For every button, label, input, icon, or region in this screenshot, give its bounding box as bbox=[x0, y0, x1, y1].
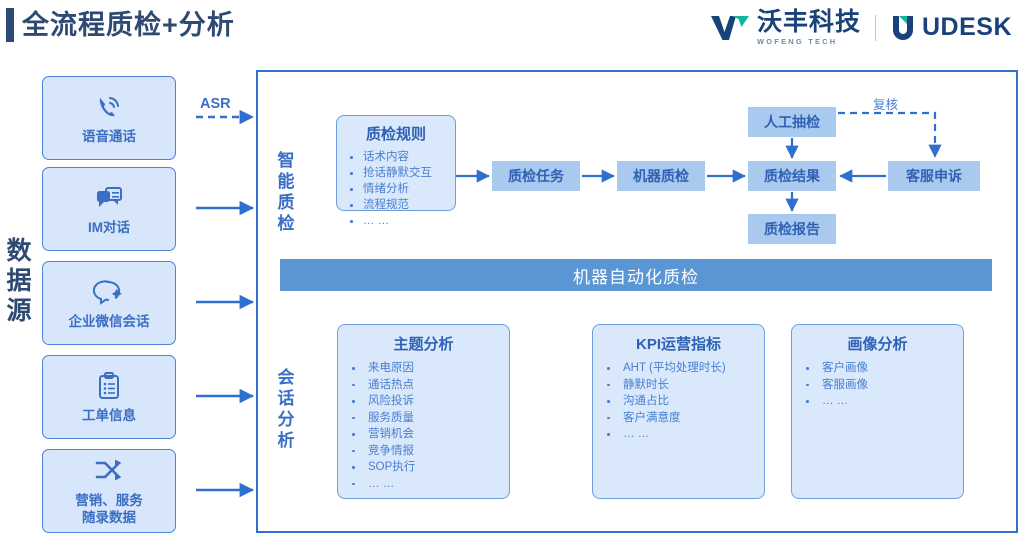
analysis-card-title: 主题分析 bbox=[393, 336, 454, 353]
list-item: … … bbox=[338, 476, 509, 493]
flow-box-label: 客服申诉 bbox=[906, 168, 962, 184]
section-label-conversation-analysis: 会 话 分 析 bbox=[277, 368, 295, 450]
analysis-card-list: AHT (平均处理时长) 静默时长 沟通占比 客户满意度 … … bbox=[593, 360, 764, 443]
source-card-im[interactable]: IM对话 bbox=[42, 167, 176, 251]
list-item: 沟通占比 bbox=[593, 393, 764, 410]
source-card-label: 语音通话 bbox=[82, 128, 136, 144]
source-card-label: IM对话 bbox=[88, 219, 130, 235]
list-item: … … bbox=[337, 213, 455, 229]
flow-box-label: 人工抽检 bbox=[764, 114, 820, 130]
list-item: 风险投诉 bbox=[338, 393, 509, 410]
analysis-card-kpi: KPI运营指标 AHT (平均处理时长) 静默时长 沟通占比 客户满意度 … … bbox=[592, 324, 765, 499]
flow-box-qc-result[interactable]: 质检结果 bbox=[748, 161, 836, 191]
list-item: 抢话静默交互 bbox=[337, 165, 455, 181]
title-accent-bar bbox=[6, 8, 14, 42]
source-card-wechat-work[interactable]: 企业微信会话 bbox=[42, 261, 176, 345]
automation-banner-label: 机器自动化质检 bbox=[573, 267, 699, 287]
source-card-ticket[interactable]: 工单信息 bbox=[42, 355, 176, 439]
analysis-card-list: 客户画像 客服画像 … … bbox=[792, 360, 963, 410]
flow-box-label: 质检任务 bbox=[508, 168, 564, 184]
analysis-card-title: KPI运营指标 bbox=[635, 336, 721, 353]
flow-box-machine-qc[interactable]: 机器质检 bbox=[617, 161, 705, 191]
shuffle-arrows-icon bbox=[93, 456, 125, 486]
flow-box-label: 机器质检 bbox=[633, 168, 689, 184]
list-item: 客户画像 bbox=[792, 360, 963, 377]
analysis-card-topic: 主题分析 来电原因 通话热点 风险投诉 服务质量 营销机会 竞争情报 SOP执行… bbox=[337, 324, 510, 499]
list-item: 话术内容 bbox=[337, 149, 455, 165]
source-card-voice[interactable]: 语音通话 bbox=[42, 76, 176, 160]
flow-box-qc-task[interactable]: 质检任务 bbox=[492, 161, 580, 191]
list-item: SOP执行 bbox=[338, 459, 509, 476]
chat-bubble-icon bbox=[94, 183, 124, 213]
list-item: 来电原因 bbox=[338, 360, 509, 377]
wofeng-logo: 沃丰科技 WOFENG TECH bbox=[710, 10, 861, 46]
review-label: 复核 bbox=[873, 98, 899, 112]
wofeng-cn-text: 沃丰科技 bbox=[756, 8, 861, 36]
phone-call-icon bbox=[94, 92, 124, 122]
udesk-logo: UDESK bbox=[890, 13, 1012, 43]
clipboard-list-icon bbox=[96, 371, 122, 401]
source-card-marketing[interactable]: 营销、服务 随录数据 bbox=[42, 449, 176, 533]
list-item: … … bbox=[792, 393, 963, 410]
qc-rule-title: 质检规则 bbox=[365, 126, 426, 143]
list-item: 营销机会 bbox=[338, 426, 509, 443]
flow-box-service-appeal[interactable]: 客服申诉 bbox=[888, 161, 980, 191]
flow-box-manual-sampling[interactable]: 人工抽检 bbox=[748, 107, 836, 137]
source-card-label: 营销、服务 随录数据 bbox=[75, 493, 143, 525]
flow-box-label: 质检结果 bbox=[764, 168, 820, 184]
flow-box-qc-report[interactable]: 质检报告 bbox=[748, 214, 836, 244]
list-item: 客户满意度 bbox=[593, 410, 764, 427]
logo-group: 沃丰科技 WOFENG TECH UDESK bbox=[710, 10, 1012, 46]
wechat-work-bubble-icon bbox=[93, 277, 125, 307]
list-item: AHT (平均处理时长) bbox=[593, 360, 764, 377]
list-item: 服务质量 bbox=[338, 410, 509, 427]
flow-box-label: 质检报告 bbox=[764, 221, 820, 237]
analysis-card-profile: 画像分析 客户画像 客服画像 … … bbox=[791, 324, 964, 499]
list-item: 竞争情报 bbox=[338, 443, 509, 460]
list-item: 通话热点 bbox=[338, 377, 509, 394]
automation-banner: 机器自动化质检 bbox=[280, 259, 992, 291]
list-item: … … bbox=[593, 426, 764, 443]
section-label-intelligent-qc: 智 能 质 检 bbox=[277, 151, 295, 233]
asr-label: ASR bbox=[200, 96, 231, 112]
datasource-label: 数 据 源 bbox=[6, 237, 32, 325]
udesk-text: UDESK bbox=[921, 13, 1012, 42]
analysis-card-title: 画像分析 bbox=[847, 336, 908, 353]
page-title: 全流程质检+分析 bbox=[22, 10, 235, 40]
list-item: 客服画像 bbox=[792, 377, 963, 394]
qc-rule-card: 质检规则 话术内容 抢话静默交互 情绪分析 流程规范 … … bbox=[336, 115, 456, 227]
list-item: 静默时长 bbox=[593, 377, 764, 394]
logo-divider bbox=[874, 14, 876, 41]
list-item: 流程规范 bbox=[337, 197, 455, 213]
qc-rule-list: 话术内容 抢话静默交互 情绪分析 流程规范 … … bbox=[337, 149, 455, 229]
analysis-card-list: 来电原因 通话热点 风险投诉 服务质量 营销机会 竞争情报 SOP执行 … … bbox=[338, 360, 509, 492]
list-item: 情绪分析 bbox=[337, 181, 455, 197]
source-card-label: 企业微信会话 bbox=[68, 313, 150, 329]
wofeng-en-text: WOFENG TECH bbox=[756, 37, 838, 46]
source-card-label: 工单信息 bbox=[82, 407, 136, 423]
udesk-u-mark-icon bbox=[892, 15, 913, 40]
wofeng-w-mark-icon bbox=[710, 15, 749, 40]
